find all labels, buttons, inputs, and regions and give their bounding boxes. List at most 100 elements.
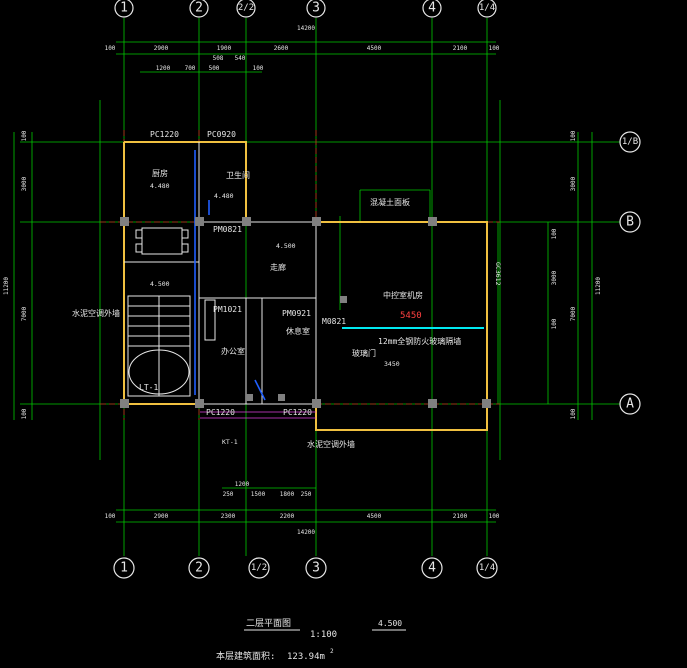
axis-bubbles-right: 1/B B A bbox=[619, 131, 641, 415]
top-dimensions: 14200 100 2900 1900 2600 4500 2100 100 5… bbox=[105, 25, 500, 72]
drawing-scale: 1:100 bbox=[310, 630, 337, 640]
label-pm0821: PM0821 bbox=[213, 225, 242, 234]
axis-bubbles-bottom: 1 2 1/2 3 4 1/4 bbox=[113, 557, 498, 579]
dim-right-inner-1: 100 bbox=[551, 228, 558, 239]
label-corridor: 走廊 bbox=[270, 262, 286, 272]
axis-bubble-a-right: A bbox=[619, 393, 641, 415]
label-pm0921: PM0921 bbox=[282, 309, 311, 318]
drawing-title: 二层平面图 bbox=[246, 618, 291, 629]
label-kt: KT-1 bbox=[222, 438, 238, 446]
label-lvl-corr: 4.500 bbox=[276, 242, 296, 250]
label-lvl-lift: 4.500 bbox=[150, 280, 170, 288]
svg-text:2: 2 bbox=[195, 1, 203, 16]
area-label: 本层建筑面积: bbox=[216, 650, 275, 662]
label-lt: LT-1 bbox=[139, 383, 158, 392]
dim-left-total: 11200 bbox=[3, 277, 10, 295]
walls bbox=[123, 141, 488, 431]
dim-bot-sub-0: 1200 bbox=[235, 481, 250, 488]
axis-bubble-3-bottom: 3 bbox=[305, 557, 327, 579]
dim-top-3: 2600 bbox=[274, 45, 289, 52]
dining-table bbox=[135, 227, 189, 255]
svg-text:1/B: 1/B bbox=[622, 137, 638, 147]
drawing-level: 4.500 bbox=[378, 619, 402, 628]
area-unit-sup: 2 bbox=[330, 648, 334, 655]
label-kitchen: 厨房 bbox=[152, 168, 168, 178]
dim-left-1: 3000 bbox=[21, 176, 28, 191]
label-glass-wall: 12mm全钢防火玻璃隔墙 bbox=[378, 336, 461, 346]
room-labels: PC1220 PC0920 厨房 4.480 卫生间 4.480 PM0821 … bbox=[72, 130, 502, 449]
axis-bubble-1b-right: 1/B bbox=[619, 131, 641, 153]
dim-bot-1: 2900 bbox=[154, 513, 169, 520]
svg-text:A: A bbox=[626, 397, 634, 412]
label-glass-door: 玻璃门 bbox=[352, 348, 376, 358]
stair bbox=[127, 295, 191, 397]
dim-right-2: 7000 bbox=[570, 306, 577, 321]
dim-bot-sub-2: 1500 bbox=[251, 491, 266, 498]
svg-text:4: 4 bbox=[428, 1, 436, 16]
svg-text:3: 3 bbox=[312, 561, 320, 576]
dim-right-inner-0: 3000 bbox=[551, 270, 558, 285]
dim-top-4: 4500 bbox=[367, 45, 382, 52]
label-pc1220-top: PC1220 bbox=[150, 130, 179, 139]
dim-bot-sub-4: 250 bbox=[301, 491, 312, 498]
dim-top-sub-0: 1200 bbox=[156, 65, 171, 72]
dim-right-1: 3000 bbox=[570, 176, 577, 191]
svg-text:1: 1 bbox=[120, 1, 128, 16]
label-gc: GC3612 bbox=[494, 262, 502, 286]
svg-text:2: 2 bbox=[195, 561, 203, 576]
svg-text:1/4: 1/4 bbox=[479, 563, 495, 573]
title-block: 二层平面图 1:100 4.500 本层建筑面积: 123.94m 2 bbox=[216, 618, 406, 662]
dim-bot-5: 2100 bbox=[453, 513, 468, 520]
svg-text:1: 1 bbox=[120, 561, 128, 576]
label-concrete-beam: 混凝土面板 bbox=[370, 197, 410, 207]
dim-top-0: 100 bbox=[105, 45, 116, 52]
svg-text:4: 4 bbox=[428, 561, 436, 576]
label-pm1021: PM1021 bbox=[213, 305, 242, 314]
dim-bot-0: 100 bbox=[105, 513, 116, 520]
label-rest-room: 休息室 bbox=[286, 326, 310, 336]
dim-bot-2: 2300 bbox=[221, 513, 236, 520]
axis-bubble-2-bottom: 2 bbox=[188, 557, 210, 579]
dim-bot-3: 2200 bbox=[280, 513, 295, 520]
left-dimensions: 11200 100 3000 7000 100 bbox=[3, 130, 28, 419]
dim-bot-6: 100 bbox=[489, 513, 500, 520]
dim-top-2: 1900 bbox=[217, 45, 232, 52]
label-office: 办公室 bbox=[221, 346, 245, 356]
label-central-control: 中控室机房 bbox=[383, 290, 423, 300]
svg-text:1/4: 1/4 bbox=[479, 3, 495, 13]
dim-top-1: 2900 bbox=[154, 45, 169, 52]
label-pc1220-b2: PC1220 bbox=[283, 408, 312, 417]
dim-top-sub-4: 100 bbox=[253, 65, 264, 72]
columns bbox=[120, 217, 491, 408]
dim-top-total: 14200 bbox=[297, 25, 315, 32]
dim-left-0: 100 bbox=[21, 130, 28, 141]
dim-left-2: 7000 bbox=[21, 306, 28, 321]
axis-bubble-4-bottom: 4 bbox=[421, 557, 443, 579]
dim-top-6: 100 bbox=[489, 45, 500, 52]
dim-top-sub-1: 700 bbox=[185, 65, 196, 72]
axis-bubble-1-2-bottom: 1/2 bbox=[248, 557, 270, 579]
axis-bubble-3-top: 3 bbox=[306, 0, 326, 18]
label-dim-5450: 5450 bbox=[400, 311, 422, 321]
dim-top-sub-3: 540 bbox=[235, 55, 246, 62]
axis-bubble-b-right: B bbox=[619, 211, 641, 233]
axis-bubble-2-top: 2 bbox=[189, 0, 209, 18]
axis-bubbles-top: 1 2 2/2 3 4 1/4 bbox=[114, 0, 497, 18]
svg-text:2/2: 2/2 bbox=[238, 3, 254, 13]
dim-top-5: 2100 bbox=[453, 45, 468, 52]
svg-text:1/2: 1/2 bbox=[251, 563, 267, 573]
svg-text:B: B bbox=[626, 215, 634, 230]
dim-left-3: 100 bbox=[21, 408, 28, 419]
dim-right-0: 100 bbox=[570, 130, 577, 141]
axis-bubble-1-4-bottom: 1/4 bbox=[476, 557, 498, 579]
axis-bubble-4-top: 4 bbox=[422, 0, 442, 18]
dim-bot-total: 14200 bbox=[297, 529, 315, 536]
dim-bot-sub-1: 250 bbox=[223, 491, 234, 498]
label-ac-outlet: 水泥空调外墙 bbox=[307, 439, 355, 449]
axis-bubble-1-bottom: 1 bbox=[113, 557, 135, 579]
label-pc1220-b1: PC1220 bbox=[206, 408, 235, 417]
label-lvl-toilet: 4.480 bbox=[214, 192, 234, 200]
label-lvl-kitchen: 4.480 bbox=[150, 182, 170, 190]
bottom-dimensions: 1200 250 1500 1800 250 100 2900 2300 220… bbox=[105, 481, 500, 536]
